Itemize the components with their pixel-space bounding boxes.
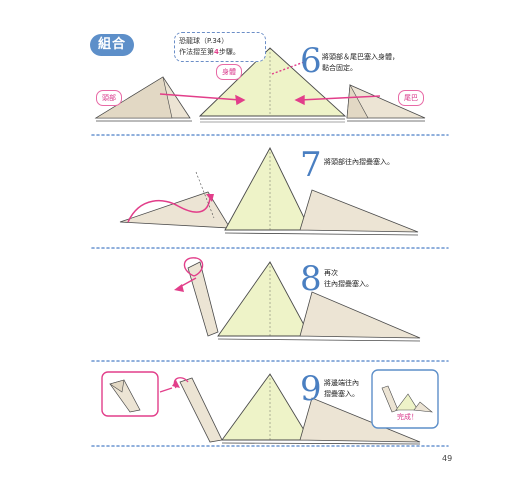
step9-zoom-inset	[101, 371, 173, 417]
step-6-text: 將頭部＆尾巴塞入身體， 黏合固定。	[322, 53, 399, 72]
step-8-text: 再次 往內摺疊塞入。	[324, 269, 373, 288]
result-inset	[371, 369, 439, 429]
step-8-number: 8	[300, 259, 322, 299]
step-9-text: 將邊端往內 摺疊塞入。	[324, 379, 359, 398]
step-9-number: 9	[300, 369, 322, 409]
step-7-number: 7	[300, 145, 322, 185]
prep-note-box: 恐龍球（P.34） 作法摺至第4步驟。	[174, 32, 266, 62]
step6-head-piece	[94, 76, 192, 122]
step9-dinosaur	[172, 373, 421, 445]
step-6-number: 6	[300, 41, 322, 81]
result-label: 完成！	[397, 413, 418, 421]
prep-note-line1: 恐龍球（P.34）	[179, 37, 229, 45]
step-7-text: 將頭部往內摺疊塞入。	[324, 158, 394, 166]
prep-note-line2: 作法摺至第4步驟。	[179, 48, 240, 56]
page-number: 49	[442, 454, 453, 463]
section-title-badge: 組合	[90, 34, 134, 56]
step8-dinosaur	[174, 257, 421, 342]
tag-tail: 尾巴	[398, 90, 424, 106]
step6-insert-arrows	[159, 61, 381, 106]
tag-body: 身體	[216, 64, 242, 80]
tag-head: 頭部	[96, 90, 122, 106]
step7-dinosaur	[119, 147, 419, 236]
step-highlight: 4	[214, 48, 219, 56]
step6-tail-piece	[346, 83, 426, 122]
